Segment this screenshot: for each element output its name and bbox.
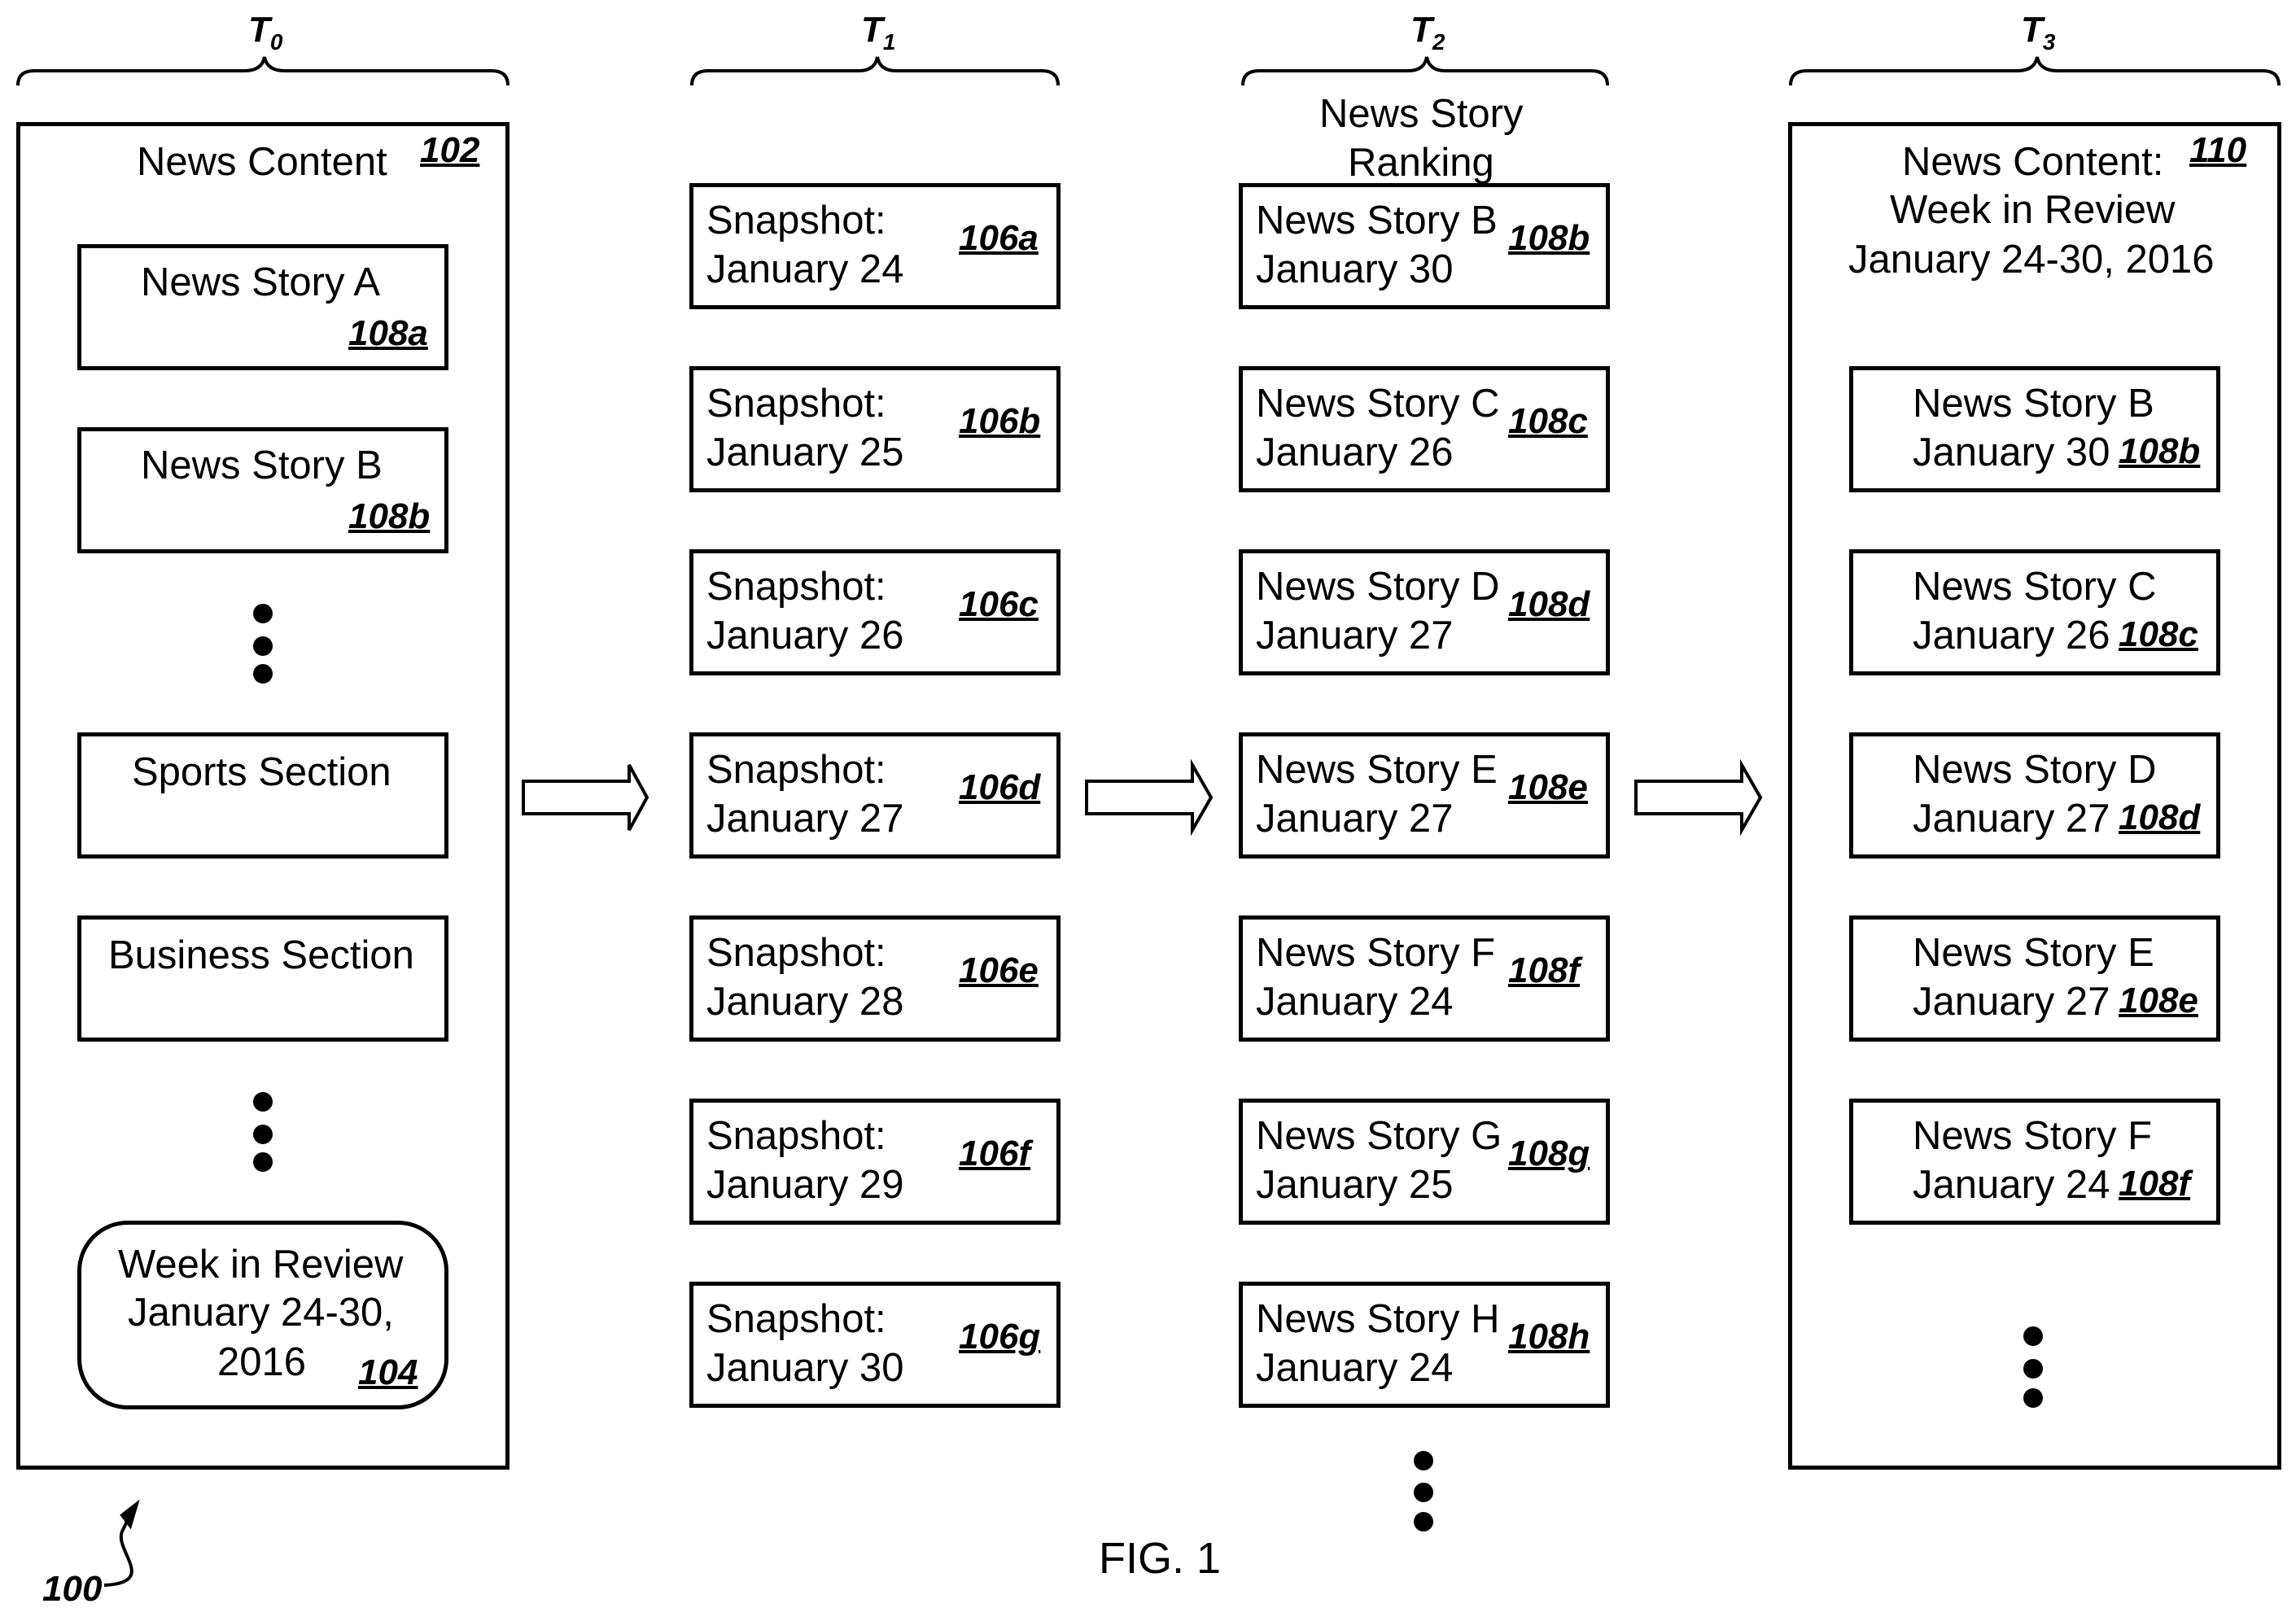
ranking-item-ref: 108f bbox=[1508, 950, 1580, 991]
week-review-item-line2: January 26 bbox=[1913, 611, 2110, 660]
ranking-item-line1: News Story H bbox=[1256, 1295, 1500, 1344]
week-review-item-line1: News Story D bbox=[1913, 745, 2157, 794]
brace-t2 bbox=[1243, 57, 1607, 85]
week-review-item-line2: January 24 bbox=[1913, 1160, 2110, 1209]
news-content-title: News Content bbox=[137, 138, 387, 186]
col3-title-line3: January 24-30, 2016 bbox=[1848, 235, 2215, 284]
week-review-item-line2: January 27 bbox=[1913, 977, 2110, 1026]
arrow-1 bbox=[523, 765, 647, 830]
ranking-item-line1: News Story B bbox=[1256, 196, 1498, 245]
snapshot-line1: Snapshot: bbox=[706, 928, 886, 977]
snapshot-line2: January 25 bbox=[706, 428, 903, 477]
week-review-item-line1: News Story B bbox=[1913, 379, 2154, 428]
arrow-3 bbox=[1636, 765, 1760, 830]
ranking-item-line1: News Story E bbox=[1256, 745, 1498, 794]
week-review-item-line1: News Story F bbox=[1913, 1112, 2152, 1160]
snapshot-ref: 106b bbox=[959, 401, 1040, 442]
snapshot-ref: 106f bbox=[959, 1134, 1030, 1174]
ranking-item-ref: 108b bbox=[1508, 218, 1590, 259]
ranking-item-line1: News Story F bbox=[1256, 928, 1495, 977]
brace-t3 bbox=[1791, 57, 2279, 85]
snapshot-ref: 106d bbox=[959, 767, 1040, 808]
news-story-a-label: News Story A bbox=[141, 258, 380, 307]
snapshot-line2: January 30 bbox=[706, 1344, 903, 1392]
snapshot-line1: Snapshot: bbox=[706, 745, 886, 794]
snapshot-line2: January 27 bbox=[706, 794, 903, 843]
week-in-review-line2: January 24-30, bbox=[128, 1288, 394, 1337]
ranking-item-ref: 108c bbox=[1508, 401, 1588, 442]
snapshot-ref: 106e bbox=[959, 950, 1039, 991]
week-review-item-ref: 108f bbox=[2119, 1164, 2190, 1204]
ranking-item-line2: January 24 bbox=[1256, 977, 1453, 1026]
snapshot-line1: Snapshot: bbox=[706, 379, 886, 428]
news-story-b-label: News Story B bbox=[141, 441, 383, 490]
week-in-review-line1: Week in Review bbox=[118, 1240, 403, 1289]
time-label-t2: T2 bbox=[1410, 10, 1445, 55]
snapshot-ref: 106a bbox=[959, 218, 1039, 259]
ref-100: 100 bbox=[42, 1569, 102, 1610]
week-in-review-line3: 2016 bbox=[217, 1338, 306, 1387]
arrow-2 bbox=[1087, 765, 1211, 830]
ref-108a: 108a bbox=[348, 313, 428, 354]
ranking-item-line1: News Story C bbox=[1256, 379, 1500, 428]
ref-104: 104 bbox=[358, 1352, 418, 1393]
snapshot-line2: January 24 bbox=[706, 245, 903, 294]
snapshot-line1: Snapshot: bbox=[706, 196, 886, 245]
week-review-item-ref: 108e bbox=[2119, 981, 2198, 1021]
ranking-item-line2: January 27 bbox=[1256, 611, 1453, 660]
week-review-item-line2: January 30 bbox=[1913, 428, 2110, 477]
ref-110: 110 bbox=[2189, 130, 2246, 171]
week-review-item-ref: 108c bbox=[2119, 614, 2198, 655]
ref-102: 102 bbox=[420, 130, 479, 171]
figure-label: FIG. 1 bbox=[1099, 1534, 1221, 1583]
business-section-label: Business Section bbox=[108, 931, 414, 980]
snapshot-line2: January 29 bbox=[706, 1160, 903, 1209]
ranking-item-line1: News Story G bbox=[1256, 1112, 1502, 1160]
ranking-item-line2: January 27 bbox=[1256, 794, 1453, 843]
time-label-t1: T1 bbox=[861, 10, 895, 55]
ranking-title-line2: Ranking bbox=[1348, 138, 1494, 187]
week-review-item-ref: 108b bbox=[2119, 431, 2200, 472]
snapshot-line1: Snapshot: bbox=[706, 1295, 886, 1344]
time-label-t3: T3 bbox=[2021, 10, 2055, 55]
snapshot-line2: January 28 bbox=[706, 977, 903, 1026]
col3-title-line2: Week in Review bbox=[1890, 186, 2175, 234]
ranking-item-ref: 108d bbox=[1508, 584, 1590, 625]
time-label-t0: T0 bbox=[248, 10, 282, 55]
ranking-item-line2: January 24 bbox=[1256, 1344, 1453, 1392]
ranking-item-line1: News Story D bbox=[1256, 562, 1500, 611]
week-review-item-line1: News Story C bbox=[1913, 562, 2157, 611]
snapshot-ref: 106c bbox=[959, 584, 1039, 625]
brace-t0 bbox=[18, 57, 508, 85]
snapshot-line1: Snapshot: bbox=[706, 1112, 886, 1160]
ranking-item-ref: 108g bbox=[1508, 1134, 1590, 1174]
ref-100-pointer-head bbox=[122, 1504, 137, 1526]
ref-108b-col0: 108b bbox=[348, 496, 430, 537]
ranking-item-ref: 108e bbox=[1508, 767, 1588, 808]
col3-title-line1: News Content: bbox=[1902, 138, 2163, 186]
snapshot-ref: 106g bbox=[959, 1317, 1040, 1357]
week-review-item-line1: News Story E bbox=[1913, 928, 2154, 977]
ranking-item-line2: January 30 bbox=[1256, 245, 1453, 294]
week-review-item-ref: 108d bbox=[2119, 797, 2200, 838]
ranking-item-line2: January 25 bbox=[1256, 1160, 1453, 1209]
ranking-item-line2: January 26 bbox=[1256, 428, 1453, 477]
snapshot-line1: Snapshot: bbox=[706, 562, 886, 611]
ranking-item-ref: 108h bbox=[1508, 1317, 1590, 1357]
snapshot-line2: January 26 bbox=[706, 611, 903, 660]
sports-section-label: Sports Section bbox=[132, 748, 391, 797]
week-review-item-line2: January 27 bbox=[1913, 794, 2110, 843]
ranking-title-line1: News Story bbox=[1319, 90, 1524, 138]
brace-t1 bbox=[692, 57, 1058, 85]
